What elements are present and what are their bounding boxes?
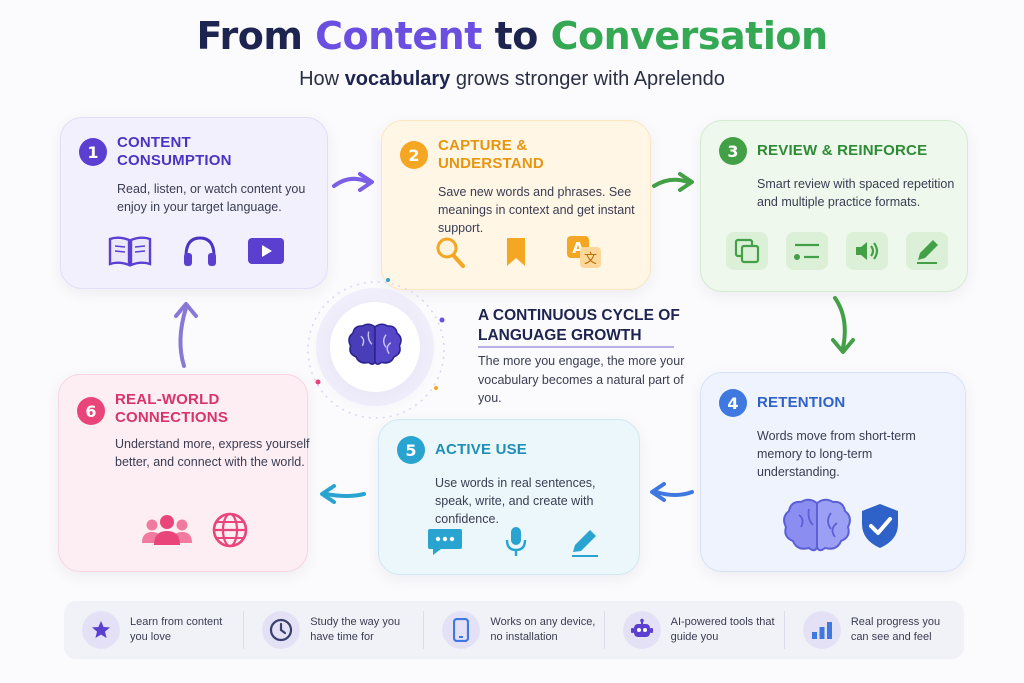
cycle-description: The more you engage, the more your vocab… xyxy=(478,354,685,405)
step-title: REAL-WORLD CONNECTIONS xyxy=(115,391,229,426)
microphone-icon xyxy=(505,526,527,558)
subtitle-bold: vocabulary xyxy=(344,68,451,90)
arrow-6-to-1 xyxy=(174,302,198,368)
arrow-5-to-6 xyxy=(320,484,366,504)
people-icon xyxy=(139,513,195,547)
feature-text: Real progress you can see and feel xyxy=(850,616,941,643)
headphones-icon xyxy=(181,234,219,268)
step-number: 2 xyxy=(400,141,428,169)
step-description: Read, listen, or watch content you enjoy… xyxy=(117,182,306,214)
feature-item: AI-powered tools that guide you xyxy=(605,611,785,649)
step-card-content-consumption: 1 CONTENT CONSUMPTION Read, listen, or wa… xyxy=(60,117,328,289)
feature-text: Learn from content you love xyxy=(130,616,223,643)
pencil-icon xyxy=(905,231,949,271)
list-icon xyxy=(785,231,829,271)
bar-chart-icon xyxy=(802,611,841,649)
phone-icon xyxy=(442,611,481,649)
step-card-active-use: 5 ACTIVE USE Use words in real sentences,… xyxy=(378,419,640,575)
step-title: REVIEW & REINFORCE xyxy=(757,142,928,159)
center-brain-badge xyxy=(330,302,420,392)
magnifier-icon xyxy=(434,235,466,269)
chat-icon xyxy=(427,527,463,557)
page-subtitle: How vocabulary grows stronger with Aprel… xyxy=(0,68,1024,91)
step-card-capture-understand: 2 CAPTURE & UNDERSTAND Save new words and… xyxy=(381,120,651,290)
feature-item: Study the way you have time for xyxy=(244,611,425,649)
feature-bar: Learn from content you love Study the wa… xyxy=(64,601,964,659)
cycle-title: A CONTINUOUS CYCLE OF LANGUAGE GROWTH xyxy=(478,307,680,344)
step-number: 1 xyxy=(79,138,107,166)
step-description: Understand more, express yourself better… xyxy=(115,437,310,469)
feature-item: Real progress you can see and feel xyxy=(785,611,964,649)
step-description: Smart review with spaced repetition and … xyxy=(757,177,955,209)
step-card-retention: 4 RETENTION Words move from short-term me… xyxy=(700,372,966,572)
star-icon xyxy=(82,611,120,649)
feature-text: Works on any device, no installation xyxy=(490,616,596,643)
step-number: 6 xyxy=(77,397,105,425)
title-text-1: From xyxy=(196,14,316,58)
page-title: From Content to Conversation xyxy=(0,14,1024,58)
svg-text:文: 文 xyxy=(584,252,597,267)
audio-icon xyxy=(845,231,889,271)
step-number: 3 xyxy=(719,137,747,165)
arrow-2-to-3 xyxy=(652,172,694,192)
cycle-divider xyxy=(478,346,674,348)
arrow-4-to-5 xyxy=(650,482,694,502)
title-text-4: Conversation xyxy=(550,14,828,58)
step-title: CONTENT CONSUMPTION xyxy=(117,134,232,169)
title-text-3: to xyxy=(481,14,551,58)
brain-icon xyxy=(779,495,855,557)
subtitle-text-2: grows stronger with Aprelendo xyxy=(450,68,725,90)
step-number: 4 xyxy=(719,389,747,417)
arrow-3-to-4 xyxy=(831,296,855,354)
title-text-2: Content xyxy=(315,14,482,58)
step-title: ACTIVE USE xyxy=(435,441,528,458)
feature-text: AI-powered tools that guide you xyxy=(670,616,775,643)
subtitle-text-1: How xyxy=(299,68,345,90)
feature-text: Study the way you have time for xyxy=(310,616,401,643)
bookmark-icon xyxy=(504,236,528,268)
step-title: RETENTION xyxy=(757,394,846,411)
cycle-orbit-decoration xyxy=(307,278,445,419)
step-description: Use words in real sentences, speak, writ… xyxy=(435,476,596,526)
clock-icon xyxy=(262,611,301,649)
step-card-review-reinforce: 3 REVIEW & REINFORCE Smart review with sp… xyxy=(700,120,968,292)
step-number: 5 xyxy=(397,436,425,464)
feature-item: Works on any device, no installation xyxy=(424,611,605,649)
pen-icon xyxy=(569,526,601,558)
flashcards-icon xyxy=(725,231,769,271)
brain-icon xyxy=(345,320,405,375)
step-card-real-world-connections: 6 REAL-WORLD CONNECTIONS Understand more,… xyxy=(58,374,310,572)
arrow-1-to-2 xyxy=(332,172,374,192)
globe-icon xyxy=(211,511,249,549)
robot-icon xyxy=(622,611,661,649)
shield-check-icon xyxy=(859,502,901,550)
step-title: CAPTURE & UNDERSTAND xyxy=(438,137,544,172)
book-icon xyxy=(107,234,153,268)
step-description: Words move from short-term memory to lon… xyxy=(757,429,916,479)
feature-item: Learn from content you love xyxy=(64,611,245,649)
video-play-icon xyxy=(247,236,285,266)
step-description: Save new words and phrases. See meanings… xyxy=(438,185,635,235)
